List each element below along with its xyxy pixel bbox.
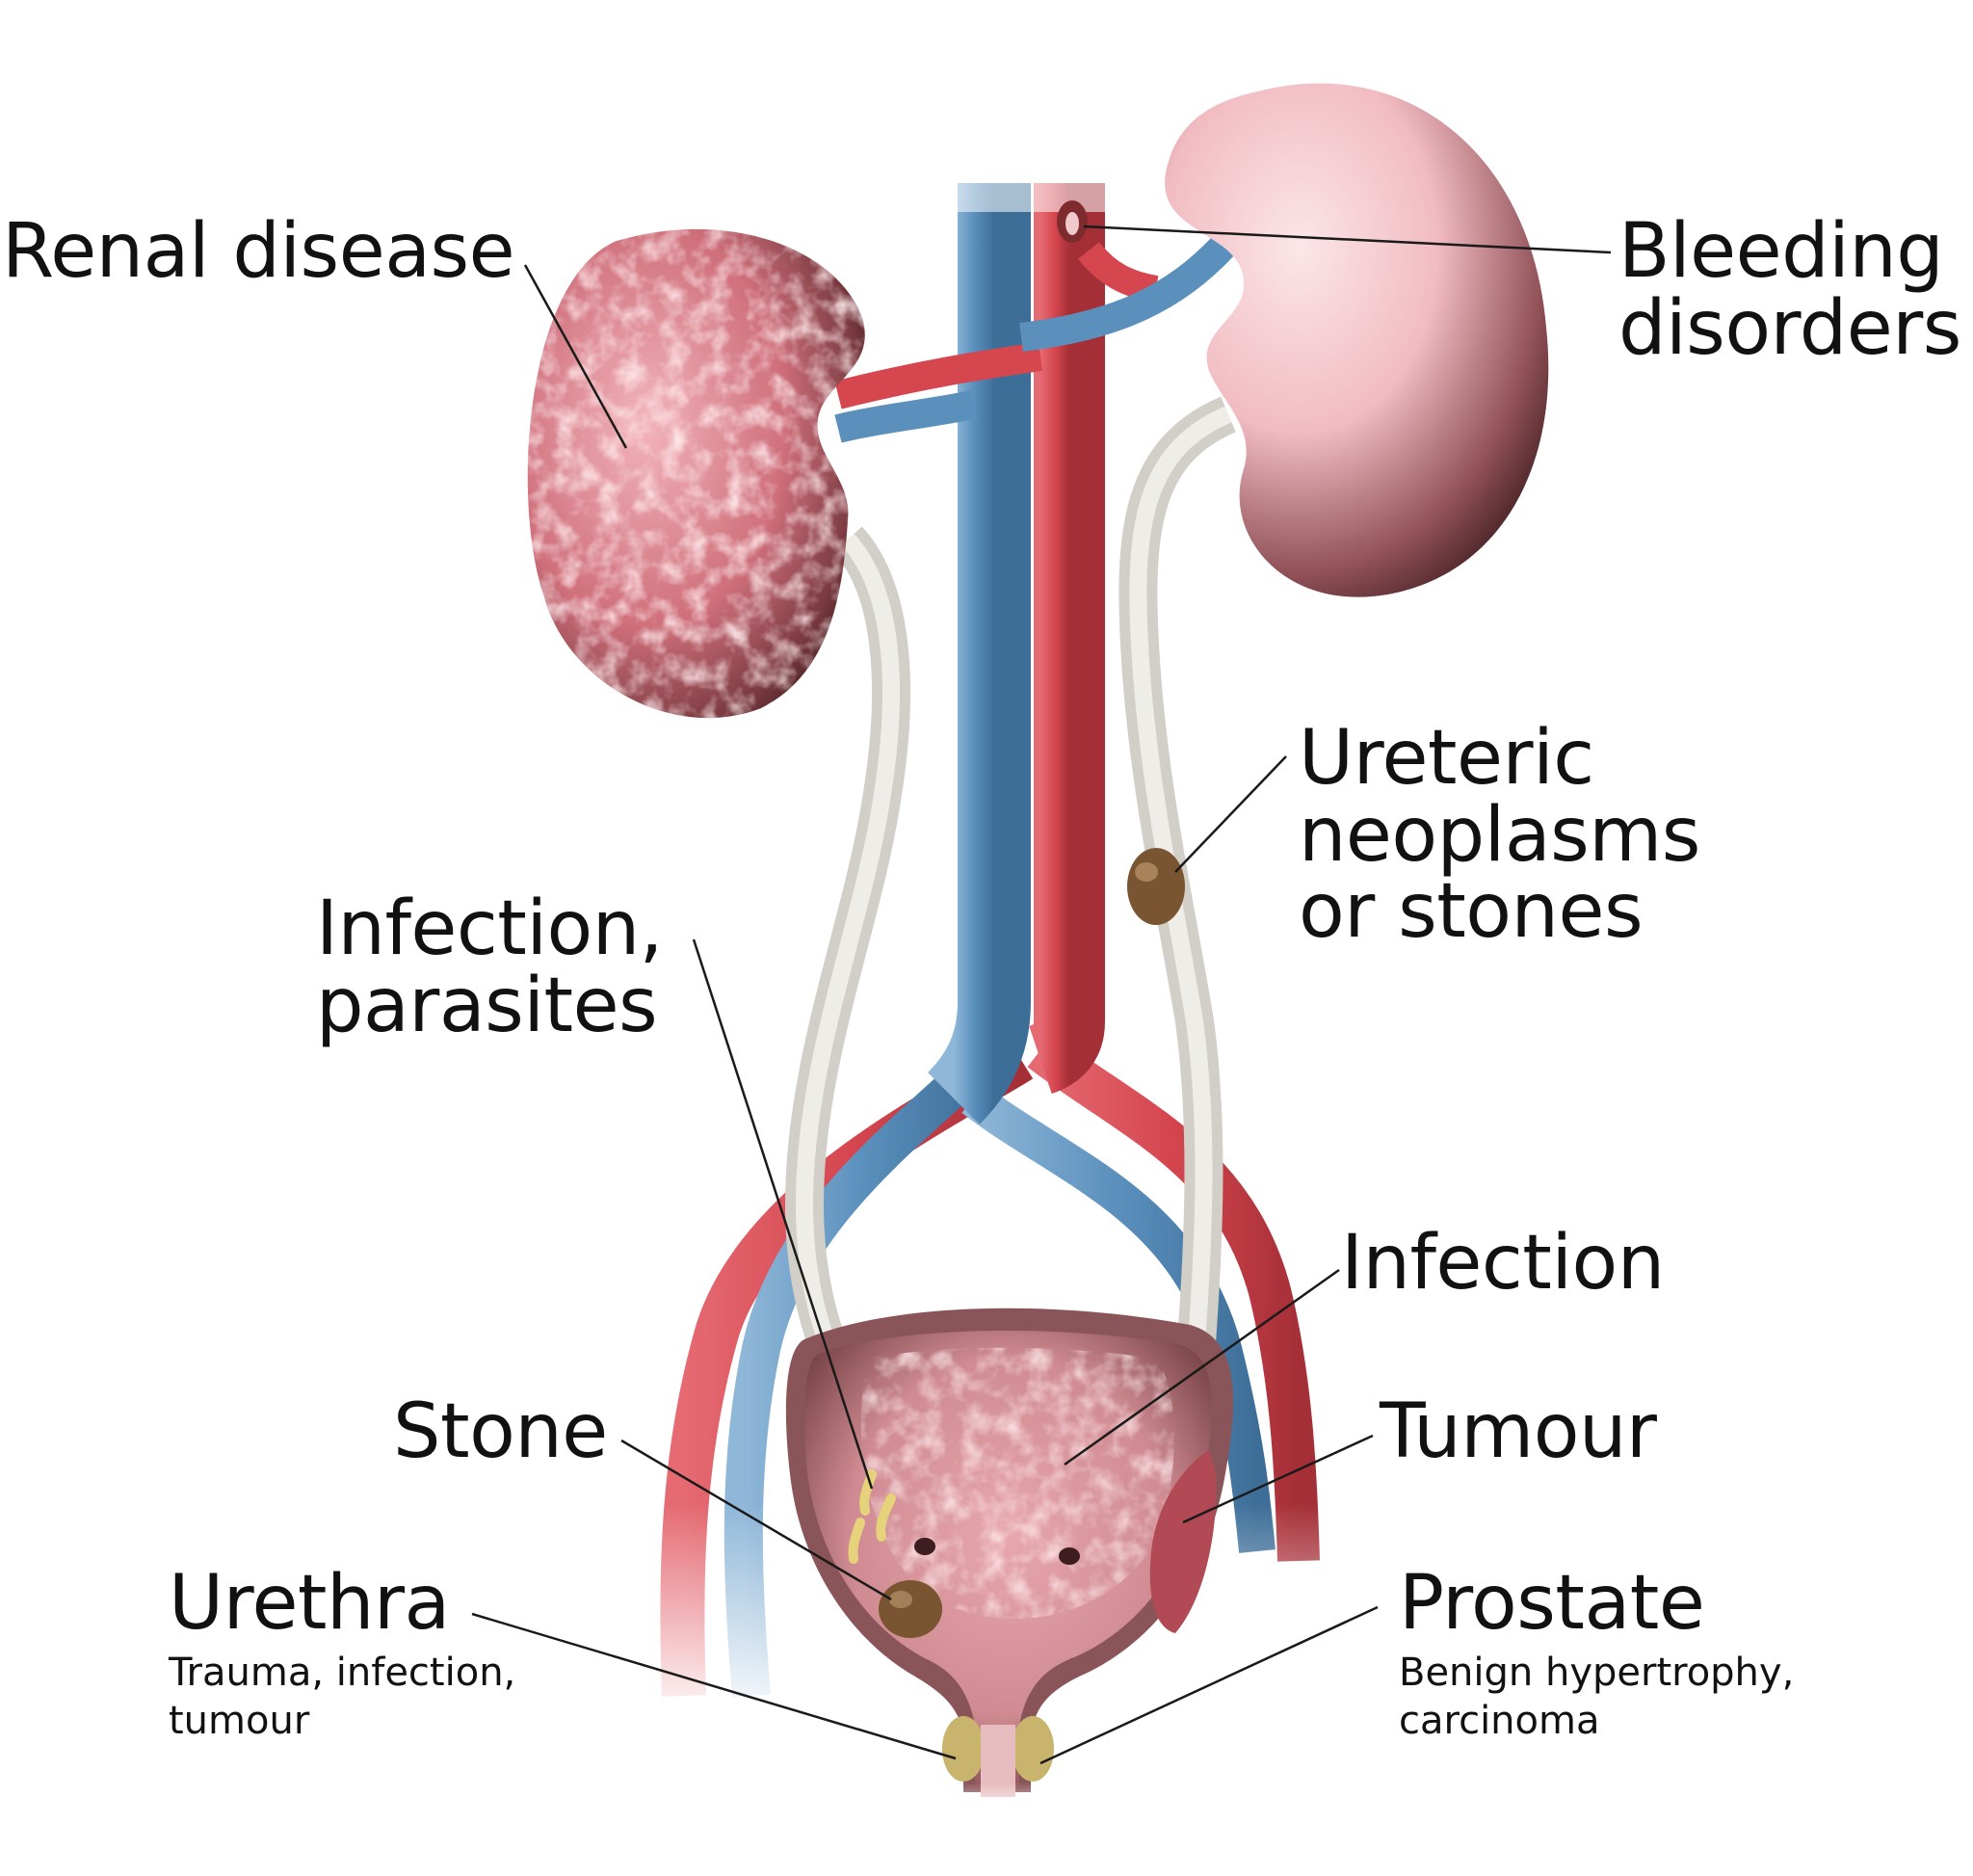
label-infection-parasites-line2: parasites [316, 962, 658, 1049]
label-ureteric-line1: Ureteric [1299, 715, 1594, 802]
leader-prostate [1039, 1605, 1379, 1765]
label-prostate-sub-line1: Benign hypertrophy, [1399, 1650, 1795, 1695]
leader-stone [620, 1439, 892, 1601]
bottom-fade [925, 1783, 1079, 1821]
label-bleeding-disorders: Bleeding disorders [1618, 208, 1961, 372]
leader-renal-disease [523, 264, 628, 449]
leader-bleeding [1083, 225, 1612, 254]
bladder-interior-texture [860, 1347, 1174, 1619]
renal-vein-right [1019, 235, 1235, 352]
aorta [1027, 183, 1105, 1095]
renal-vein-left [834, 390, 976, 443]
leader-tumour [1182, 1434, 1374, 1524]
label-ureteric-neoplasms: Ureteric neoplasms or stones [1299, 715, 1700, 956]
bladder-tumour [1149, 1450, 1217, 1633]
label-bleeding-line2: disorders [1618, 284, 1961, 372]
label-ureteric-line3: or stones [1299, 868, 1644, 956]
leader-urethra [471, 1612, 957, 1760]
label-prostate-group: Prostate Benign hypertrophy, carcinoma [1399, 1560, 1794, 1745]
leader-ureteric [1174, 755, 1287, 873]
ureteric-orifice-right [1059, 1547, 1080, 1565]
bladder-stone-highlight [889, 1591, 912, 1608]
label-urethra-sub: Trauma, infection, tumour [169, 1649, 515, 1745]
vena-cava [927, 183, 1031, 1124]
label-infection-parasites-line1: Infection, [316, 885, 663, 972]
prostate-right [1012, 1716, 1054, 1782]
label-tumour: Tumour [1380, 1388, 1657, 1475]
leader-infection-parasites [692, 938, 874, 1490]
label-prostate-sub-line2: carcinoma [1399, 1698, 1600, 1743]
label-stone: Stone [393, 1388, 608, 1475]
leader-lines [471, 225, 1612, 1765]
bladder-stone [879, 1580, 942, 1638]
label-urethra: Urethra [169, 1560, 450, 1647]
renal-artery-left [834, 342, 1043, 410]
kidney-right [1165, 83, 1549, 597]
label-prostate: Prostate [1399, 1560, 1705, 1647]
ureteric-orifice-left [914, 1538, 935, 1555]
kidney-left-texture [527, 228, 865, 719]
label-prostate-sub: Benign hypertrophy, carcinoma [1399, 1649, 1794, 1745]
iliac-artery-right [1027, 1033, 1320, 1562]
label-urethra-sub-line1: Trauma, infection, [169, 1650, 516, 1695]
label-ureteric-line2: neoplasms [1299, 791, 1700, 879]
label-renal-disease: Renal disease [2, 208, 515, 295]
label-bleeding-line1: Bleeding [1618, 208, 1944, 295]
leader-infection [1064, 1268, 1340, 1466]
label-infection-parasites: Infection, parasites [316, 885, 663, 1049]
ureter-left-highlight [795, 533, 901, 1373]
prostate-left [942, 1716, 985, 1782]
label-urethra-sub-line2: tumour [169, 1698, 310, 1743]
parasites [848, 1469, 896, 1564]
ureteric-stone [1127, 848, 1185, 925]
label-urethra-group: Urethra Trauma, infection, tumour [169, 1560, 515, 1745]
ureteric-stone-highlight [1135, 862, 1158, 882]
bleeding-site-inner [1065, 212, 1079, 235]
vessel-top-fade [944, 173, 1118, 212]
label-infection: Infection [1341, 1220, 1665, 1307]
